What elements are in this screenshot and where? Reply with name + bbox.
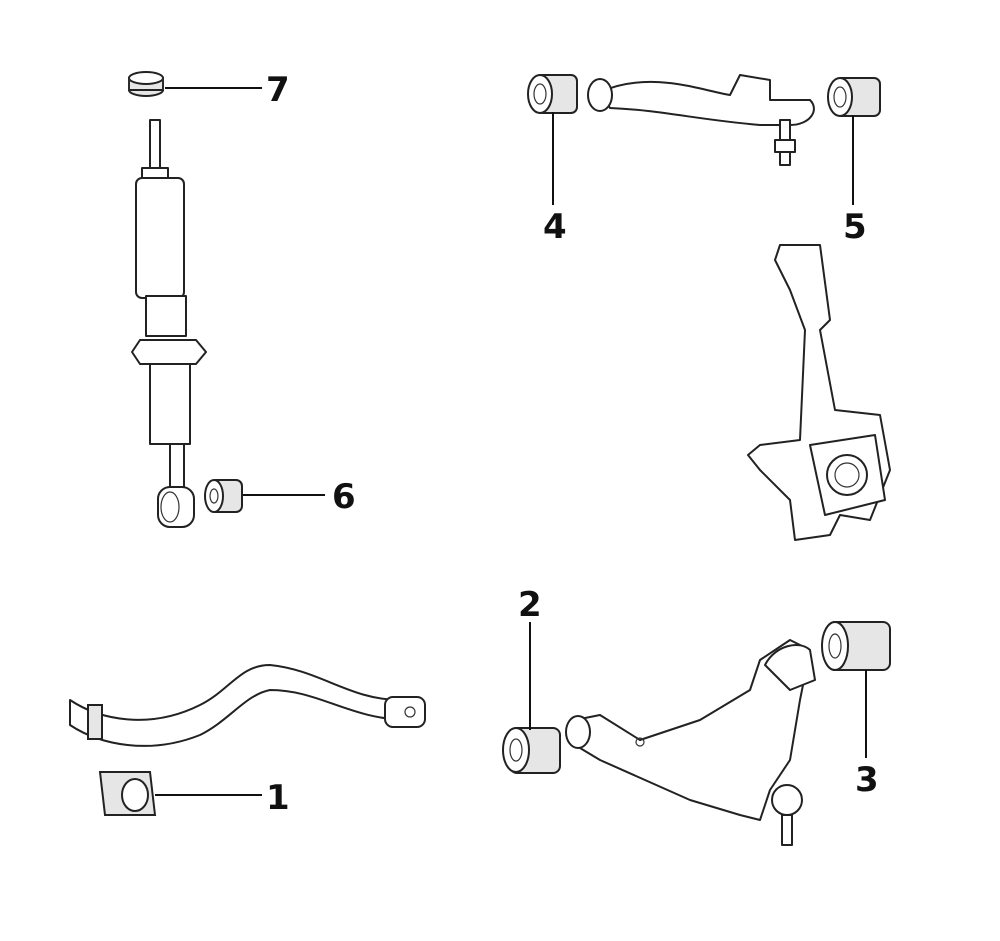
part-7-top-bushing [128, 71, 164, 97]
callout-7: 7 [266, 70, 290, 110]
steering-knuckle [747, 244, 891, 541]
shock-absorber [131, 119, 207, 528]
part-3-bushing [821, 621, 891, 671]
callout-4: 4 [543, 207, 567, 247]
stabilizer-bar [69, 664, 426, 747]
callout-3: 3 [855, 760, 879, 800]
part-1-stabilizer-bushing [98, 771, 157, 816]
part-2-bushing [502, 727, 561, 774]
upper-control-arm [587, 74, 815, 166]
callout-5: 5 [843, 207, 867, 247]
callout-6: 6 [332, 477, 356, 517]
part-5-bushing [827, 77, 881, 117]
callout-2: 2 [518, 585, 542, 625]
lower-control-arm [565, 639, 816, 846]
callout-1: 1 [266, 778, 290, 818]
part-6-bushing [204, 479, 243, 513]
part-4-bushing [527, 74, 578, 114]
